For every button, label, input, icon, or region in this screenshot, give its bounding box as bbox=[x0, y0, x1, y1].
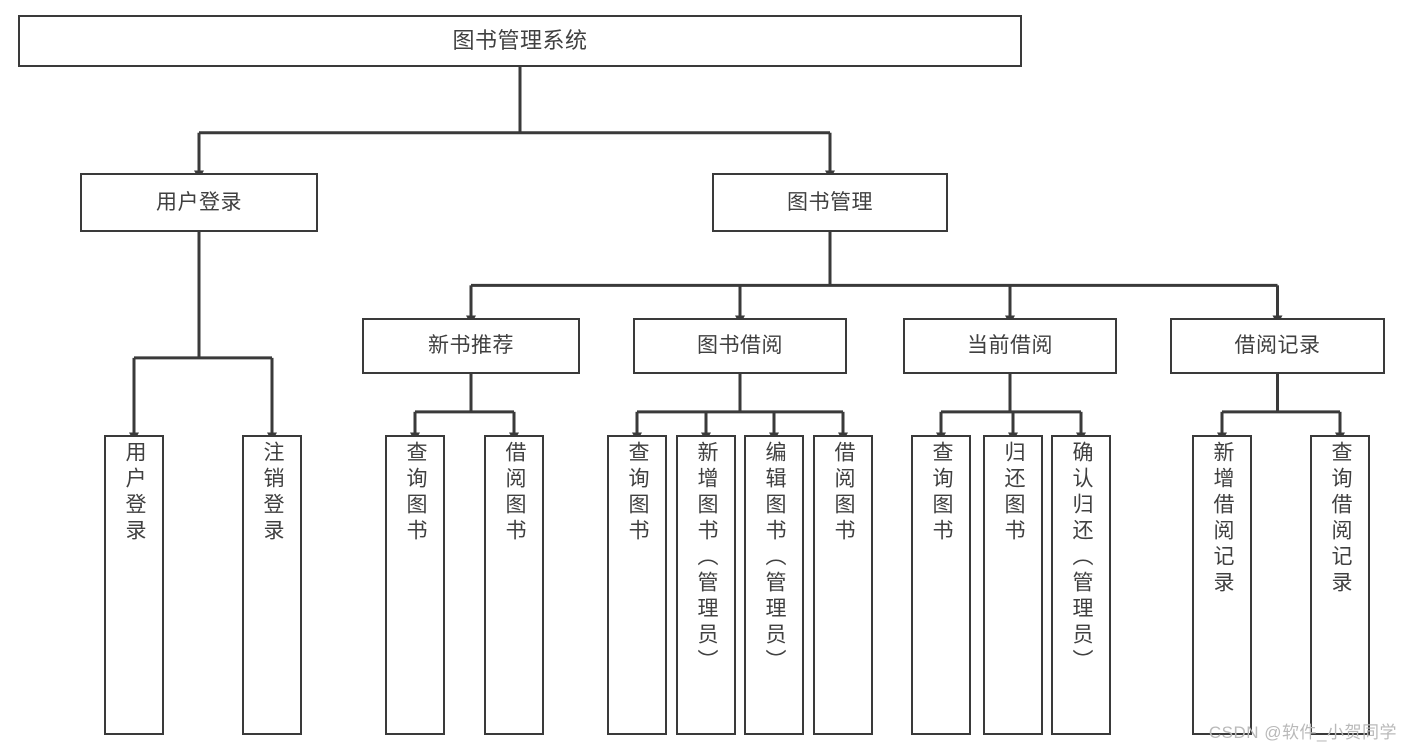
node-leaf_add[interactable]: 新增图书（管理员） bbox=[676, 435, 736, 735]
node-label-leaf_q1: 查询图书 bbox=[404, 441, 428, 545]
node-user_login[interactable]: 用户登录 bbox=[80, 173, 318, 232]
node-book_manage[interactable]: 图书管理 bbox=[712, 173, 948, 232]
node-root[interactable]: 图书管理系统 bbox=[18, 15, 1022, 67]
node-label-book_manage: 图书管理 bbox=[787, 190, 873, 214]
node-label-cur_borrow: 当前借阅 bbox=[967, 334, 1053, 358]
node-label-book_borrow: 图书借阅 bbox=[697, 334, 783, 358]
node-label-leaf_login: 用户登录 bbox=[123, 441, 147, 545]
node-label-leaf_return: 归还图书 bbox=[1002, 441, 1026, 545]
node-cur_borrow[interactable]: 当前借阅 bbox=[903, 318, 1117, 374]
node-book_borrow[interactable]: 图书借阅 bbox=[633, 318, 847, 374]
node-label-leaf_logout: 注销登录 bbox=[261, 441, 285, 545]
node-leaf_confirm[interactable]: 确认归还（管理员） bbox=[1051, 435, 1111, 735]
node-leaf_b1[interactable]: 借阅图书 bbox=[484, 435, 544, 735]
node-new_book_rec[interactable]: 新书推荐 bbox=[362, 318, 580, 374]
watermark-text: CSDN @软件_小贺同学 bbox=[1208, 723, 1397, 742]
node-label-root: 图书管理系统 bbox=[452, 27, 588, 53]
node-label-leaf_b1: 借阅图书 bbox=[503, 441, 527, 545]
node-leaf_q1[interactable]: 查询图书 bbox=[385, 435, 445, 735]
node-borrow_record[interactable]: 借阅记录 bbox=[1170, 318, 1385, 374]
node-leaf_q2[interactable]: 查询图书 bbox=[607, 435, 667, 735]
node-leaf_edit[interactable]: 编辑图书（管理员） bbox=[744, 435, 804, 735]
node-leaf_login[interactable]: 用户登录 bbox=[104, 435, 164, 735]
node-leaf_q3[interactable]: 查询图书 bbox=[911, 435, 971, 735]
node-label-leaf_q2: 查询图书 bbox=[626, 441, 650, 545]
node-leaf_addrec[interactable]: 新增借阅记录 bbox=[1192, 435, 1252, 735]
node-label-leaf_b2: 借阅图书 bbox=[832, 441, 856, 545]
node-label-leaf_q3: 查询图书 bbox=[930, 441, 954, 545]
node-leaf_b2[interactable]: 借阅图书 bbox=[813, 435, 873, 735]
node-label-user_login: 用户登录 bbox=[156, 190, 242, 214]
node-leaf_qrec[interactable]: 查询借阅记录 bbox=[1310, 435, 1370, 735]
node-label-leaf_qrec: 查询借阅记录 bbox=[1329, 441, 1353, 597]
node-label-new_book_rec: 新书推荐 bbox=[428, 334, 514, 358]
node-label-leaf_edit: 编辑图书（管理员） bbox=[763, 441, 787, 675]
node-leaf_return[interactable]: 归还图书 bbox=[983, 435, 1043, 735]
node-label-leaf_confirm: 确认归还（管理员） bbox=[1070, 441, 1094, 675]
node-leaf_logout[interactable]: 注销登录 bbox=[242, 435, 302, 735]
node-label-leaf_addrec: 新增借阅记录 bbox=[1211, 441, 1235, 597]
node-label-borrow_record: 借阅记录 bbox=[1234, 334, 1321, 358]
node-label-leaf_add: 新增图书（管理员） bbox=[695, 441, 719, 675]
